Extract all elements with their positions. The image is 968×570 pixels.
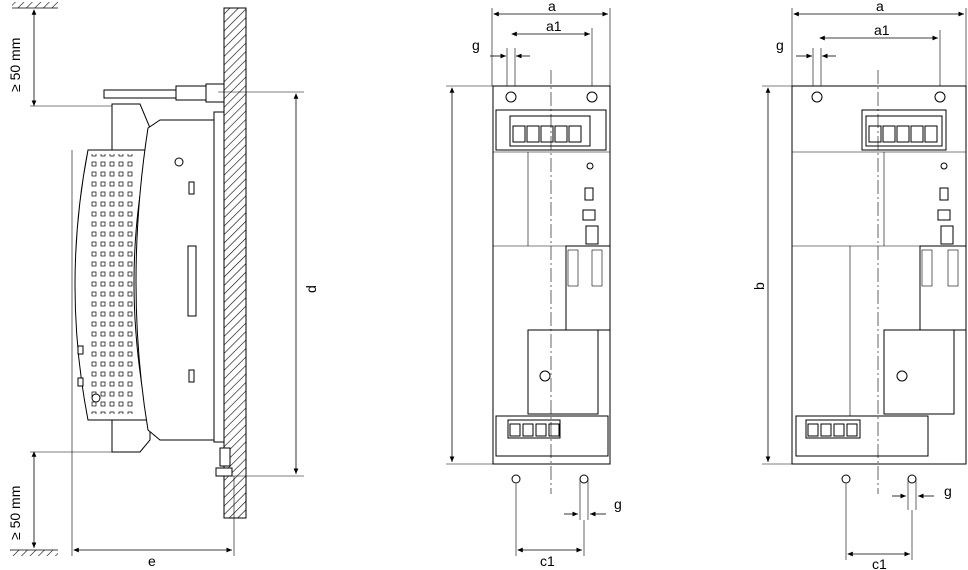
side-housing bbox=[135, 119, 215, 441]
ground-hatch-top bbox=[12, 2, 58, 9]
clearance-bottom-label: ≥ 50 mm bbox=[7, 486, 23, 540]
front2-g-top-label: g bbox=[776, 37, 784, 53]
side-connector-slot bbox=[187, 245, 197, 317]
dimension-e-label: e bbox=[148, 553, 156, 569]
top-fin bbox=[111, 103, 151, 151]
front1-a1-label: a1 bbox=[546, 18, 562, 34]
side-view: ≥ 50 mm ≥ 50 mm d bbox=[7, 2, 319, 569]
mounting-plate bbox=[213, 111, 225, 443]
ventilation-grille bbox=[90, 154, 134, 414]
front-view-narrow: a a1 g bbox=[446, 0, 622, 569]
front1-c1-label: c1 bbox=[540, 553, 555, 569]
front1-a-label: a bbox=[548, 0, 556, 14]
dimension-d-label: d bbox=[303, 285, 319, 293]
front2-a-label: a bbox=[876, 0, 884, 14]
front2-a1-label: a1 bbox=[874, 22, 890, 38]
mounting-wall bbox=[223, 7, 247, 519]
front1-g-bottom-label: g bbox=[614, 496, 622, 512]
front1-bottom-terminal bbox=[507, 419, 561, 439]
ground-hatch-bottom bbox=[10, 549, 58, 556]
front1-g-top-label: g bbox=[472, 37, 480, 53]
front-view-wide: a a1 g b bbox=[751, 0, 967, 570]
front2-c1-label: c1 bbox=[872, 556, 887, 570]
front2-b-label: b bbox=[751, 282, 767, 290]
clearance-top-label: ≥ 50 mm bbox=[7, 38, 23, 92]
front2-g-bottom-label: g bbox=[944, 483, 952, 499]
